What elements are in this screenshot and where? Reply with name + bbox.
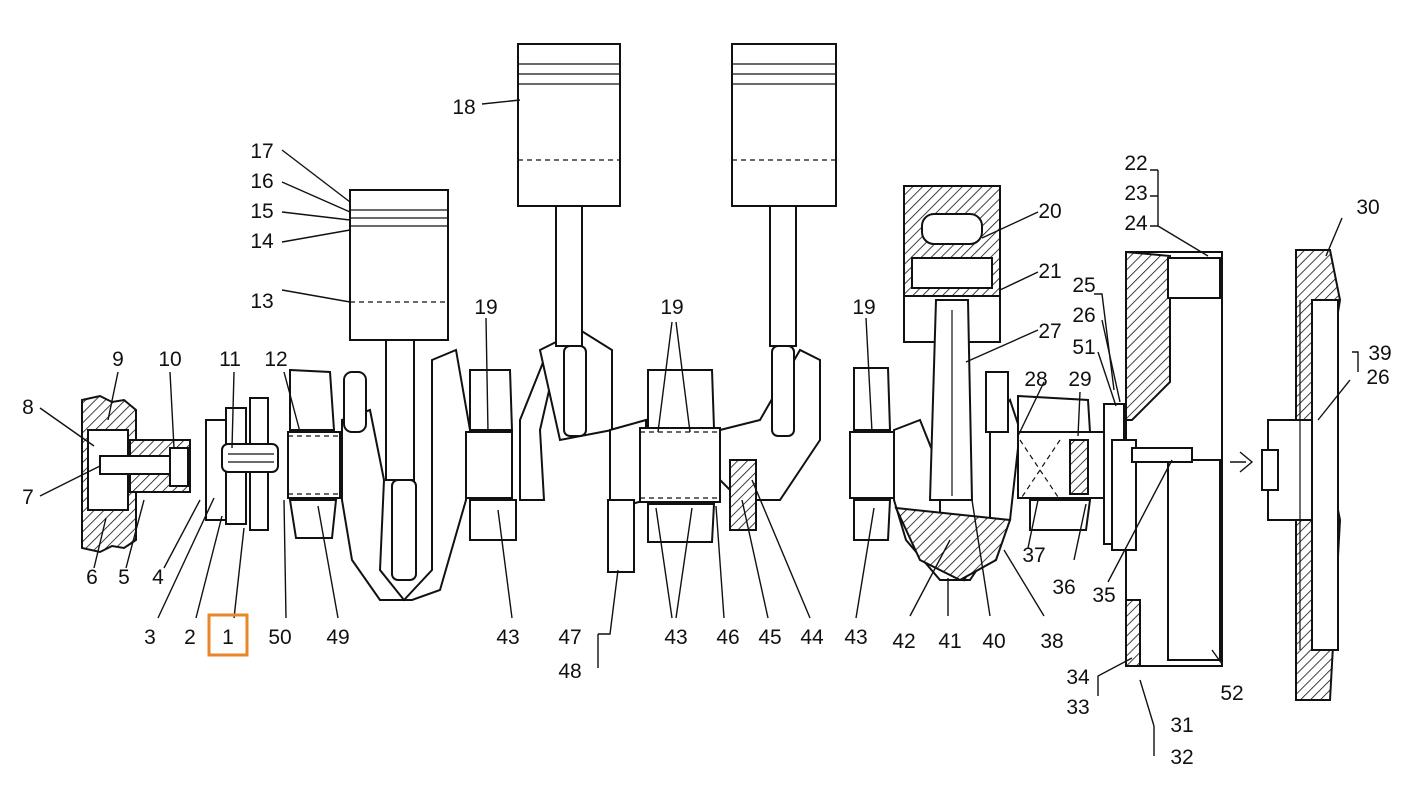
assembly-arrow: [1230, 451, 1254, 473]
callout-26-left: 26: [1072, 304, 1095, 327]
callout-49: 49: [326, 626, 349, 649]
callout-7: 7: [22, 486, 34, 509]
callout-42: 42: [892, 630, 915, 653]
piston-3: [731, 43, 837, 347]
callout-28: 28: [1024, 368, 1047, 391]
callout-45: 45: [758, 626, 781, 649]
callout-27: 27: [1038, 320, 1061, 343]
callout-52: 52: [1220, 682, 1243, 705]
drive-plate: [1261, 249, 1342, 701]
callout-50: 50: [268, 626, 291, 649]
callout-19-center: 19: [660, 296, 683, 319]
callout-19-left: 19: [474, 296, 497, 319]
callout-48: 48: [558, 660, 581, 683]
callout-46: 46: [716, 626, 739, 649]
callout-8: 8: [22, 396, 34, 419]
callout-35: 35: [1092, 584, 1115, 607]
callout-47: 47: [558, 626, 581, 649]
callout-26-right: 26: [1366, 366, 1389, 389]
timing-sprocket: [205, 397, 279, 531]
callout-36: 36: [1052, 576, 1075, 599]
callout-3: 3: [144, 626, 156, 649]
callout-15: 15: [250, 200, 273, 223]
callout-34: 34: [1066, 666, 1090, 689]
callout-22: 22: [1124, 152, 1147, 175]
callout-44: 44: [800, 626, 824, 649]
callout-21: 21: [1038, 260, 1061, 283]
callout-18: 18: [452, 96, 475, 119]
callout-14: 14: [250, 230, 274, 253]
leader-lines: [39, 99, 1359, 756]
callout-17: 17: [250, 140, 273, 163]
callout-10: 10: [158, 348, 181, 371]
highlight-box: [207, 613, 249, 657]
callout-43-left: 43: [496, 626, 519, 649]
callout-11: 11: [219, 348, 241, 371]
callout-41: 41: [938, 630, 961, 653]
callout-38: 38: [1040, 630, 1063, 653]
callout-40: 40: [982, 630, 1005, 653]
callout-31: 31: [1170, 714, 1193, 737]
callout-12: 12: [264, 348, 287, 371]
crankshaft: [341, 328, 1125, 602]
callout-4: 4: [152, 566, 164, 589]
callout-29: 29: [1068, 368, 1091, 391]
flywheel: [1111, 250, 1223, 667]
callout-32: 32: [1170, 746, 1193, 769]
piston-2: [517, 43, 621, 347]
callout-43-right: 43: [844, 626, 867, 649]
callout-9: 9: [112, 348, 124, 371]
callout-1: 1: [222, 626, 234, 649]
front-main-journal: [287, 368, 341, 539]
callout-20: 20: [1038, 200, 1061, 223]
crankshaft-pulley: [81, 394, 191, 554]
callout-23: 23: [1124, 182, 1147, 205]
callout-43-center: 43: [664, 626, 687, 649]
callout-16: 16: [250, 170, 273, 193]
callout-5: 5: [118, 566, 130, 589]
callout-39: 39: [1368, 342, 1391, 365]
callout-6: 6: [86, 566, 98, 589]
callout-24: 24: [1124, 212, 1148, 235]
callout-30: 30: [1356, 196, 1379, 219]
callout-51: 51: [1072, 336, 1095, 359]
callout-25: 25: [1072, 274, 1095, 297]
piston-1: [343, 189, 449, 481]
callout-33: 33: [1066, 696, 1089, 719]
callout-13: 13: [250, 290, 273, 313]
callout-labels: 1 2 3 4 5 6 7 8 9 10 11 12 13 14 15 16 1…: [22, 96, 1392, 769]
piston-4-section: [894, 185, 1012, 582]
callout-19-right: 19: [852, 296, 875, 319]
callout-2: 2: [184, 626, 196, 649]
drawing: [81, 43, 1342, 701]
callout-37: 37: [1022, 544, 1045, 567]
